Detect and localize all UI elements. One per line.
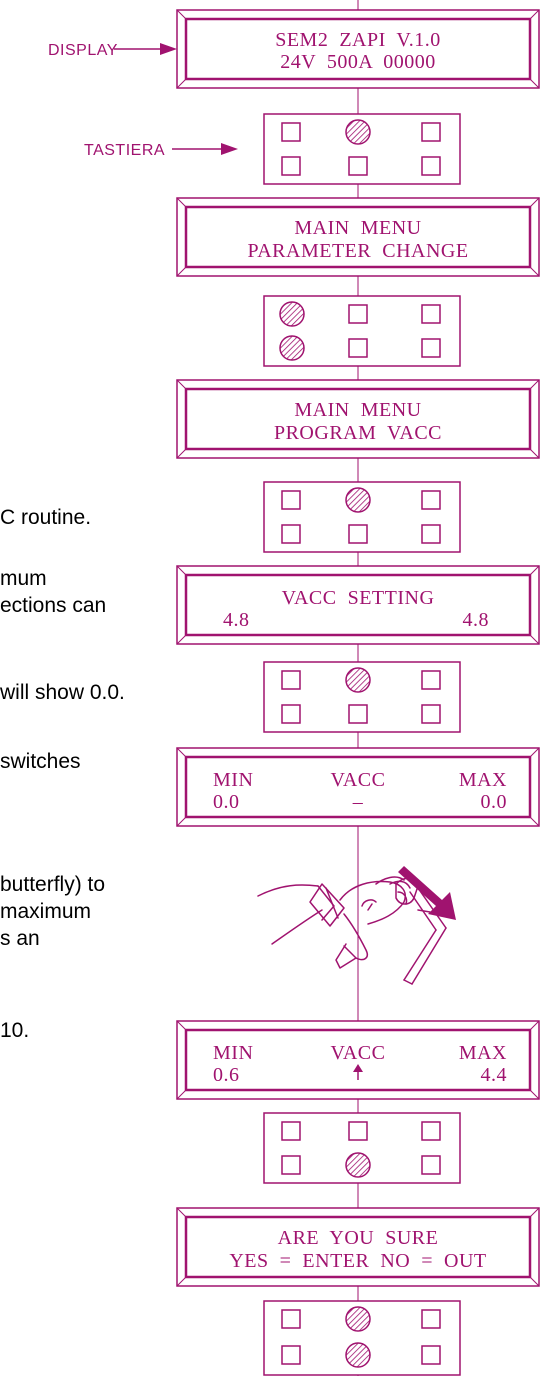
hand-pressing-pedal-icon (258, 877, 446, 984)
key-bottom-left[interactable] (282, 1346, 300, 1364)
display-3-line-2: PROGRAM VACC (274, 422, 442, 444)
key-bottom-right[interactable] (422, 705, 440, 723)
display-5-vacc-label: VACC (331, 769, 386, 791)
display-1: SEM2 ZAPI V.1.0 24V 500A 00000 (177, 10, 539, 88)
key-bottom-left[interactable] (282, 525, 300, 543)
key-bottom-right[interactable] (422, 1346, 440, 1364)
display-callout-label: DISPLAY (48, 42, 118, 59)
key-bottom-middle-pressed[interactable] (346, 1343, 370, 1367)
key-top-right[interactable] (422, 123, 440, 141)
display-4-value-left: 4.8 (223, 609, 250, 631)
key-bottom-middle[interactable] (349, 525, 367, 543)
display-4: VACC SETTING 4.8 4.8 (177, 566, 539, 644)
key-top-left[interactable] (282, 491, 300, 509)
key-bottom-right[interactable] (422, 339, 440, 357)
key-top-middle[interactable] (349, 1122, 367, 1140)
keyboard-callout-arrow-icon (221, 143, 238, 155)
display-1-line-2: 24V 500A 00000 (280, 51, 435, 73)
display-5-max-value: 0.0 (481, 791, 508, 813)
key-top-left[interactable] (282, 123, 300, 141)
display-5-vacc-value: – (352, 791, 364, 813)
display-6-vacc-label: VACC (331, 1042, 386, 1064)
display-5-min-value: 0.0 (213, 791, 240, 813)
keypad-2 (264, 296, 460, 366)
key-bottom-left-pressed[interactable] (280, 336, 304, 360)
display-3-line-1: MAIN MENU (294, 399, 421, 421)
key-bottom-middle-pressed[interactable] (346, 1153, 370, 1177)
keypad-6 (264, 1301, 460, 1375)
key-bottom-middle[interactable] (349, 339, 367, 357)
key-top-right[interactable] (422, 671, 440, 689)
key-top-middle-pressed[interactable] (346, 120, 370, 144)
display-2-line-1: MAIN MENU (294, 217, 421, 239)
display-7: ARE YOU SURE YES = ENTER NO = OUT (177, 1208, 539, 1286)
keypad-4 (264, 662, 460, 732)
display-4-value-right: 4.8 (463, 609, 490, 631)
key-top-middle[interactable] (349, 305, 367, 323)
key-bottom-right[interactable] (422, 525, 440, 543)
display-3: MAIN MENU PROGRAM VACC (177, 380, 539, 458)
key-bottom-right[interactable] (422, 1156, 440, 1174)
key-bottom-left[interactable] (282, 705, 300, 723)
display-7-line-2: YES = ENTER NO = OUT (229, 1250, 486, 1272)
key-top-right[interactable] (422, 1310, 440, 1328)
key-top-right[interactable] (422, 491, 440, 509)
keyboard-callout-label: TASTIERA (84, 142, 165, 159)
display-4-line-1: VACC SETTING (282, 587, 435, 609)
key-top-right[interactable] (422, 1122, 440, 1140)
display-5: MIN VACC MAX 0.0 – 0.0 (177, 748, 539, 826)
key-bottom-left[interactable] (282, 1156, 300, 1174)
key-top-middle-pressed[interactable] (346, 1307, 370, 1331)
key-top-left[interactable] (282, 1122, 300, 1140)
display-7-line-1: ARE YOU SURE (278, 1227, 439, 1249)
keypad-3 (264, 482, 460, 552)
display-6-min-label: MIN (213, 1042, 253, 1064)
display-5-min-label: MIN (213, 769, 253, 791)
key-top-left[interactable] (282, 1310, 300, 1328)
key-top-right[interactable] (422, 305, 440, 323)
display-6-max-label: MAX (459, 1042, 507, 1064)
display-callout-arrow-icon (160, 43, 177, 55)
display-2: MAIN MENU PARAMETER CHANGE (177, 198, 539, 276)
key-top-middle-pressed[interactable] (346, 668, 370, 692)
display-2-line-2: PARAMETER CHANGE (247, 240, 468, 262)
key-top-left-pressed[interactable] (280, 302, 304, 326)
display-6-min-value: 0.6 (213, 1064, 240, 1086)
key-bottom-middle[interactable] (349, 157, 367, 175)
key-bottom-left[interactable] (282, 157, 300, 175)
display-6-max-value: 4.4 (481, 1064, 508, 1086)
key-bottom-right[interactable] (422, 157, 440, 175)
display-6: MIN VACC MAX 0.6 4.4 (177, 1021, 539, 1099)
keypad-5 (264, 1113, 460, 1183)
display-1-line-1: SEM2 ZAPI V.1.0 (275, 29, 441, 51)
key-bottom-middle[interactable] (349, 705, 367, 723)
display-5-max-label: MAX (459, 769, 507, 791)
key-top-left[interactable] (282, 671, 300, 689)
keypad-1 (264, 114, 460, 184)
key-top-middle-pressed[interactable] (346, 488, 370, 512)
